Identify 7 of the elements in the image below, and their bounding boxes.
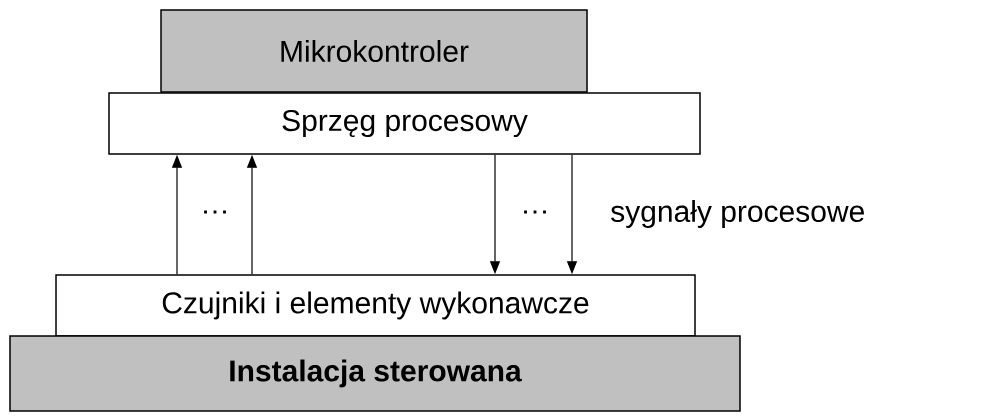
controller-box: Mikrokontroler	[160, 9, 588, 93]
sensor-box: Czujniki i elementy wykonawcze	[55, 274, 696, 337]
ellipsis: …	[204, 210, 226, 214]
plant-box: Instalacja sterowana	[9, 335, 741, 412]
ellipsis: …	[524, 210, 546, 214]
interface-box: Sprzęg procesowy	[108, 92, 701, 155]
signal-label: sygnały procesowe	[611, 200, 864, 228]
